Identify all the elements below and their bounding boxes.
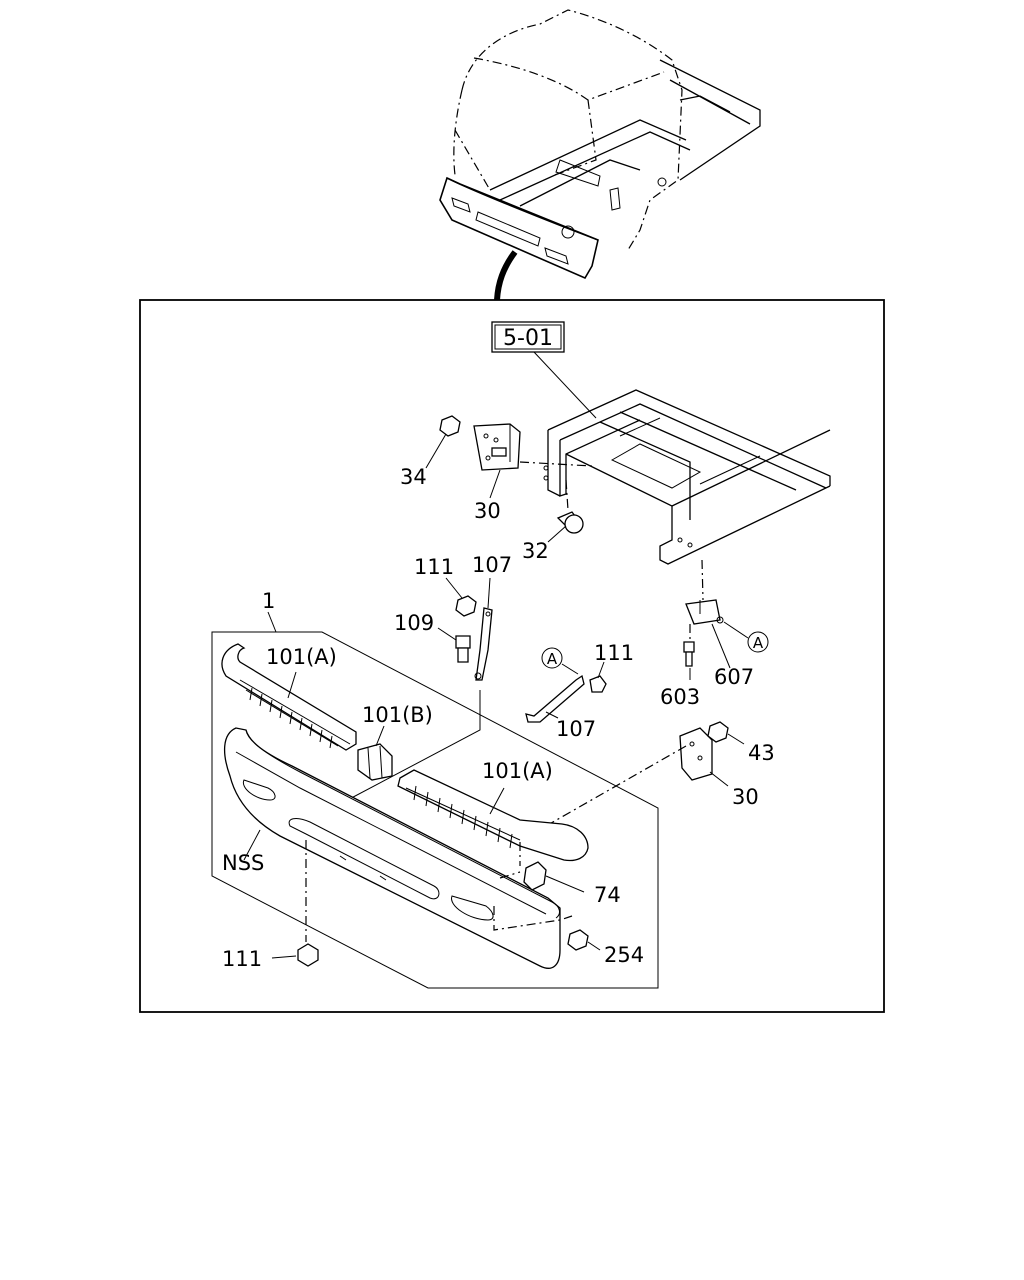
cover-101A-right <box>397 769 589 862</box>
callout-30-upper: 30 <box>474 499 501 523</box>
bracket-30-upper <box>473 423 521 471</box>
callout-107-upper: 107 <box>472 553 512 577</box>
callout-111-bottom: 111 <box>222 947 262 971</box>
bumper-1 <box>224 727 561 969</box>
nut-74 <box>523 861 547 891</box>
callout-A-right: A <box>753 634 764 652</box>
detail-frame <box>139 299 885 1013</box>
callout-107-mid: 107 <box>556 717 596 741</box>
nut-254 <box>567 929 589 951</box>
callout-101A-left: 101(A) <box>266 645 337 669</box>
stay-107-mid <box>525 674 585 723</box>
assembly-boundary <box>211 631 659 989</box>
reference-box-label: 5-01 <box>503 326 553 351</box>
callout-111-mid: 111 <box>594 641 634 665</box>
vehicle-overview <box>439 9 761 301</box>
callout-603: 603 <box>660 685 700 709</box>
callout-34: 34 <box>400 465 427 489</box>
reference-box <box>491 321 565 353</box>
bracket-607 <box>685 599 724 625</box>
callout-101B: 101(B) <box>362 703 433 727</box>
insert-101B <box>357 743 393 781</box>
bracket-30-right <box>679 727 713 781</box>
callout-101A-right: 101(A) <box>482 759 553 783</box>
nut-43 <box>707 721 729 743</box>
nut-111-bottom <box>297 943 319 967</box>
callout-607: 607 <box>714 665 754 689</box>
callout-254: 254 <box>604 943 644 967</box>
chassis-frame <box>519 389 831 601</box>
nut-34 <box>439 415 461 437</box>
nut-111-mid <box>589 675 607 693</box>
callout-NSS: NSS <box>222 851 264 875</box>
callout-32: 32 <box>522 539 549 563</box>
bolt-32 <box>556 511 584 534</box>
callout-43: 43 <box>748 741 775 765</box>
nut-111-upper <box>455 595 477 617</box>
callout-A-left: A <box>547 650 558 668</box>
callout-109: 109 <box>394 611 434 635</box>
callout-74: 74 <box>594 883 621 907</box>
cover-101A-left <box>221 643 357 751</box>
callout-30-right: 30 <box>732 785 759 809</box>
callout-1: 1 <box>262 589 275 613</box>
stay-107-left <box>474 607 493 681</box>
bolt-109 <box>455 635 471 663</box>
bolt-603 <box>683 641 695 667</box>
callout-111-upper: 111 <box>414 555 454 579</box>
